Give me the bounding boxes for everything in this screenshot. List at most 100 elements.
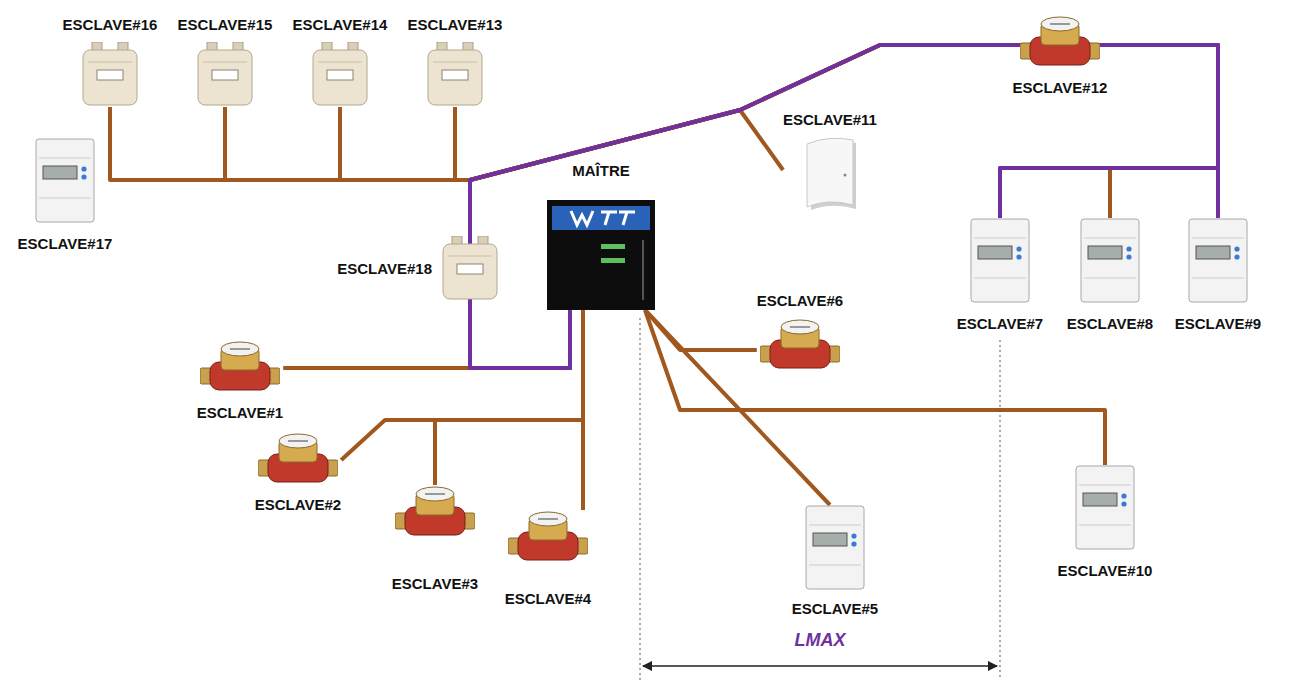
gas-icon	[425, 42, 485, 107]
device-label: ESCLAVE#5	[792, 600, 878, 618]
slave-device: ESCLAVE#1	[197, 340, 283, 422]
meter-button	[851, 541, 856, 546]
slave-device: ESCLAVE#13	[408, 16, 503, 107]
dial-face	[221, 342, 259, 356]
gas-window	[457, 264, 483, 274]
case-line	[1079, 525, 1131, 526]
lcd-screen	[978, 246, 1012, 259]
slave-device: ESCLAVE#16	[63, 16, 158, 107]
water-icon	[508, 510, 588, 568]
elec-icon	[805, 505, 865, 590]
dial-face	[1041, 17, 1079, 31]
slave-device: ESCLAVE#17	[18, 138, 113, 253]
meter-button	[1121, 501, 1126, 506]
slave-device: ESCLAVE#14	[293, 16, 388, 107]
lcd-screen	[1088, 246, 1122, 259]
slave-device: ESCLAVE#5	[792, 505, 878, 618]
case-line	[1192, 278, 1244, 279]
meter-button	[851, 533, 856, 538]
device-label: ESCLAVE#15	[178, 16, 273, 34]
meter-button	[81, 174, 86, 179]
bus-cable	[110, 107, 570, 368]
status-led	[601, 258, 625, 263]
gas-window	[442, 70, 468, 80]
elec-icon	[1075, 465, 1135, 550]
device-label: ESCLAVE#18	[337, 260, 432, 278]
device-label: ESCLAVE#6	[757, 292, 843, 310]
device-label: ESCLAVE#7	[957, 315, 1043, 333]
elec-icon	[1080, 218, 1140, 303]
meter-button	[1016, 254, 1021, 259]
dial-bar	[538, 518, 558, 520]
bus-cable	[112, 180, 570, 368]
gas-icon	[310, 42, 370, 107]
case-line	[39, 158, 91, 159]
lcd-screen	[43, 166, 77, 179]
meter-button	[1126, 246, 1131, 251]
device-label: ESCLAVE#4	[505, 590, 591, 608]
bus-cable	[470, 45, 1218, 368]
bus-cable	[225, 107, 570, 368]
bus-cable	[435, 310, 583, 485]
meter-case	[1081, 219, 1139, 302]
elec-icon	[35, 138, 95, 223]
case-line	[1192, 238, 1244, 239]
device-label: ESCLAVE#11	[783, 111, 877, 129]
slave-device: ESCLAVE#9	[1175, 218, 1261, 333]
dial-face	[279, 434, 317, 448]
master-device: MAÎTRE	[547, 162, 655, 310]
logo-band	[552, 206, 650, 230]
logo-mark	[571, 211, 635, 225]
gas-body	[83, 50, 137, 105]
meter-button	[1121, 493, 1126, 498]
case-line	[809, 525, 861, 526]
device-label: ESCLAVE#16	[63, 16, 158, 34]
water-icon	[760, 318, 840, 376]
bus-cable	[581, 310, 585, 510]
meter-button	[1234, 254, 1239, 259]
gas-body	[198, 50, 252, 105]
lcd-screen	[1196, 246, 1230, 259]
dimension-label: LMAX	[793, 630, 848, 651]
case-line	[1079, 485, 1131, 486]
slave-device: ESCLAVE#6	[757, 292, 843, 376]
bus-cable	[470, 301, 570, 368]
slave-device: ESCLAVE#8	[1067, 218, 1153, 333]
master-icon	[547, 200, 655, 310]
elec-icon	[970, 218, 1030, 303]
meter-case	[806, 506, 864, 589]
slave-device: ESCLAVE#4	[505, 510, 591, 608]
slave-device: ESCLAVE#15	[178, 16, 273, 107]
gas-icon	[195, 42, 255, 107]
water-icon	[395, 485, 475, 543]
case-line	[1084, 238, 1136, 239]
case-line	[809, 565, 861, 566]
case-line	[1084, 278, 1136, 279]
water-icon	[1020, 15, 1100, 73]
dial-face	[416, 487, 454, 501]
side-strip	[642, 240, 644, 300]
dimension-extension-line	[640, 318, 641, 680]
gas-window	[212, 70, 238, 80]
bus-cable	[645, 310, 830, 505]
gas-window	[327, 70, 353, 80]
slave-device: ESCLAVE#18	[337, 236, 500, 301]
dial-bar	[1050, 23, 1070, 25]
gas-window	[97, 70, 123, 80]
lcd-screen	[813, 533, 847, 546]
device-label: ESCLAVE#13	[408, 16, 503, 34]
water-icon	[200, 340, 280, 398]
purple-bus-trunk	[470, 45, 1218, 368]
bus-cable	[283, 310, 570, 368]
bus-cable	[645, 310, 757, 350]
slave-device: ESCLAVE#10	[1058, 465, 1153, 580]
bus-cable	[645, 310, 1105, 465]
gas-icon	[440, 236, 500, 301]
dial-bar	[230, 348, 250, 350]
slave-device: ESCLAVE#11	[783, 111, 877, 211]
device-label: ESCLAVE#8	[1067, 315, 1153, 333]
bus-cable	[340, 107, 570, 368]
